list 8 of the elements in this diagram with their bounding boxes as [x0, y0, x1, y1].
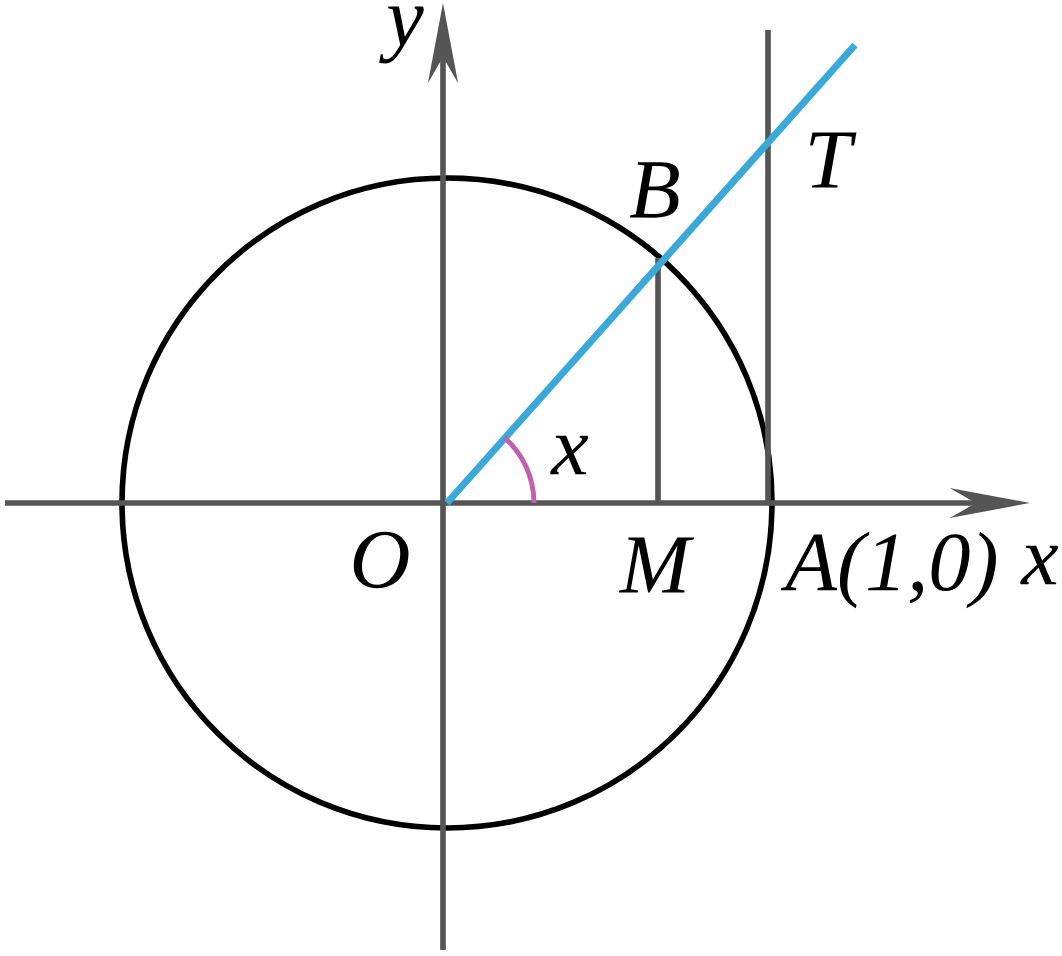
point-label: B: [630, 162, 679, 218]
angle-label: x: [550, 435, 589, 475]
axis-label: x: [1020, 545, 1059, 585]
point-label: A(1,0): [780, 531, 996, 609]
point-label: O: [353, 531, 409, 589]
point-label: T: [810, 132, 857, 188]
point-label: M: [618, 537, 694, 593]
axis-label: y: [379, 6, 424, 64]
